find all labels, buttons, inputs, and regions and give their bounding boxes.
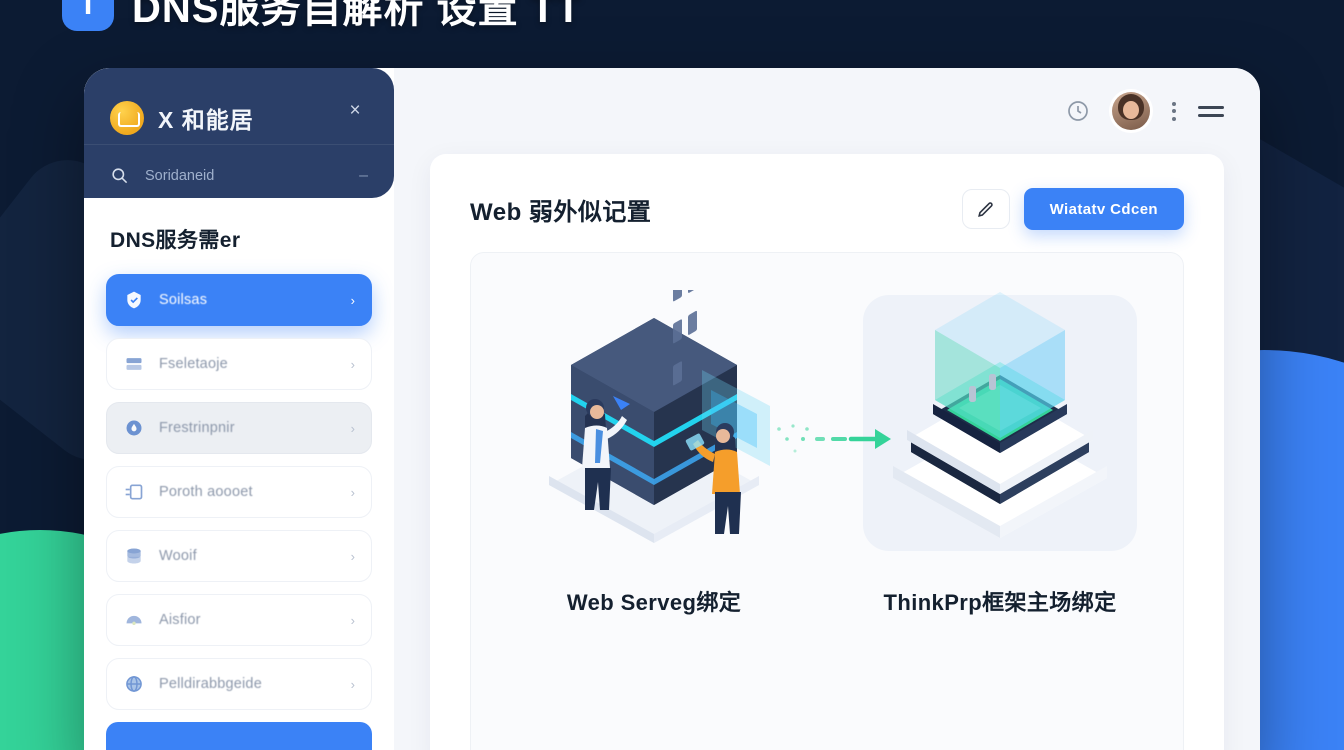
search-icon <box>112 168 128 184</box>
sidebar-section-title: DNS服务需er <box>110 229 241 252</box>
brand-name: X 和能居 <box>158 107 254 133</box>
sidebar-brand[interactable]: X 和能居 <box>110 90 372 146</box>
sidebar-item-5[interactable]: Aisfior › <box>106 594 372 646</box>
sidebar: X 和能居 × Soridaneid – DNS服务需er Soilsas › <box>84 68 394 750</box>
collapse-icon[interactable]: – <box>359 166 368 184</box>
chevron-right-icon: › <box>350 484 355 500</box>
sidebar-item-label-6: Pelldirabbgeide <box>159 676 262 692</box>
sidebar-item-label-5: Aisfior <box>159 612 201 628</box>
banner-badge-icon: T <box>62 0 114 31</box>
chevron-right-icon: › <box>350 612 355 628</box>
cloud-icon <box>123 418 145 438</box>
chevron-right-icon: › <box>350 356 355 372</box>
sidebar-body: DNS服务需er Soilsas › Fseletaoje › Fre <box>84 198 394 750</box>
sidebar-search[interactable]: Soridaneid – <box>84 144 394 206</box>
page-banner: T DNS服务自解析 设置 TT <box>62 0 582 34</box>
sidebar-header: X 和能居 × Soridaneid – <box>84 68 394 198</box>
card-caption-0: Web Serveg绑定 <box>566 590 742 615</box>
banner-title: DNS服务自解析 设置 TT <box>132 0 582 31</box>
sidebar-item-label-2: Frestrinpnir <box>159 420 235 436</box>
database-icon <box>123 546 145 566</box>
main-content: Web 弱外似记置 Wiatatv Cdcen <box>394 68 1260 750</box>
platform-cube-illustration <box>827 287 1173 557</box>
primary-action-button[interactable]: Wiatatv Cdcen <box>1023 188 1184 230</box>
avatar[interactable] <box>1112 92 1150 130</box>
brand-logo-icon <box>110 101 144 135</box>
shield-icon <box>123 290 145 310</box>
terminal-icon <box>123 482 145 502</box>
close-icon[interactable]: × <box>349 100 361 121</box>
card-1[interactable]: ThinkPrp框架主场绑定 <box>827 287 1173 750</box>
pencil-icon[interactable] <box>961 189 1010 229</box>
top-toolbar <box>394 68 1260 154</box>
content-card: Web 弱外似记置 Wiatatv Cdcen <box>430 154 1224 750</box>
server-rack-illustration <box>481 287 827 557</box>
chevron-right-icon: › <box>350 420 355 436</box>
search-input[interactable]: Soridaneid <box>145 167 215 184</box>
sidebar-item-label-1: Fseletaoje <box>159 356 228 372</box>
sidebar-item-2[interactable]: Frestrinpnir › <box>106 402 372 454</box>
more-vertical-icon[interactable] <box>1172 101 1176 121</box>
sidebar-item-label-4: Wooif <box>159 548 197 564</box>
clock-icon[interactable] <box>1066 99 1090 123</box>
sidebar-item-0[interactable]: Soilsas › <box>106 274 372 326</box>
chevron-right-icon: › <box>350 676 355 692</box>
chevron-right-icon: › <box>350 548 355 564</box>
sidebar-item-1[interactable]: Fseletaoje › <box>106 338 372 390</box>
sidebar-item-label-0: Soilsas <box>159 292 208 308</box>
card-0[interactable]: Web Serveg绑定 <box>481 287 891 750</box>
chevron-right-icon: › <box>350 292 355 308</box>
content-header: Web 弱外似记置 Wiatatv Cdcen <box>470 188 1184 230</box>
hamburger-icon[interactable] <box>1198 105 1224 117</box>
gauge-icon <box>123 610 145 630</box>
sidebar-cta-button[interactable] <box>106 722 372 750</box>
sidebar-item-3[interactable]: Poroth aooоet › <box>106 466 372 518</box>
app-window: X 和能居 × Soridaneid – DNS服务需er Soilsas › <box>84 68 1260 750</box>
card-caption-1: ThinkPrp框架主场绑定 <box>883 590 1117 615</box>
page-title: Web 弱外似记置 <box>470 198 652 226</box>
sidebar-item-label-3: Poroth aooоet <box>159 484 253 500</box>
sidebar-item-6[interactable]: Pelldirabbgeide › <box>106 658 372 710</box>
green-arrow-icon <box>769 415 899 466</box>
illustration-panel: Web Serveg绑定 <box>470 252 1184 750</box>
sidebar-item-4[interactable]: Wooif › <box>106 530 372 582</box>
globe-icon <box>123 674 145 694</box>
server-icon <box>123 354 145 374</box>
